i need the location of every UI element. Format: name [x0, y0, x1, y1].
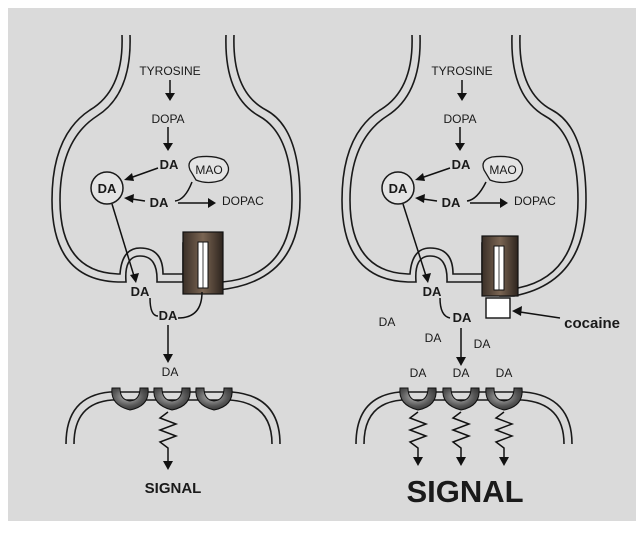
- right-da-free-3: DA: [474, 337, 491, 351]
- left-vesicle-da-label: DA: [98, 181, 117, 196]
- right-da-cleft-label: DA: [453, 310, 472, 325]
- right-da-free-1: DA: [379, 315, 396, 329]
- right-da-rec-2: DA: [453, 366, 470, 380]
- left-da-synth-label: DA: [160, 157, 179, 172]
- right-da-free-2: DA: [425, 331, 442, 345]
- left-da-cleft-label: DA: [159, 308, 178, 323]
- left-dopa-label: DOPA: [151, 112, 184, 126]
- left-mao-label: MAO: [195, 163, 222, 177]
- right-da-rec-1: DA: [410, 366, 427, 380]
- cocaine-block: [486, 298, 510, 318]
- left-da-mid-label: DA: [150, 195, 169, 210]
- right-tyrosine-label: TYROSINE: [431, 64, 492, 78]
- right-da-rec-3: DA: [496, 366, 513, 380]
- left-dat-transporter: [183, 232, 223, 294]
- left-da-release-label: DA: [131, 284, 150, 299]
- right-da-synth-label: DA: [452, 157, 471, 172]
- left-tyrosine-label: TYROSINE: [139, 64, 200, 78]
- right-vesicle-da-label: DA: [389, 181, 408, 196]
- right-dopa-label: DOPA: [443, 112, 476, 126]
- right-da-mid-label: DA: [442, 195, 461, 210]
- figure-background: [8, 8, 636, 521]
- right-signal-label: SIGNAL: [406, 474, 523, 509]
- left-da-receptor-label: DA: [162, 365, 179, 379]
- right-mao-label: MAO: [489, 163, 516, 177]
- right-dat-transporter: [482, 236, 518, 296]
- left-signal-label: SIGNAL: [145, 480, 202, 497]
- right-dopac-label: DOPAC: [514, 194, 556, 208]
- right-da-release-label: DA: [423, 284, 442, 299]
- left-dopac-label: DOPAC: [222, 194, 264, 208]
- cocaine-label: cocaine: [564, 315, 620, 332]
